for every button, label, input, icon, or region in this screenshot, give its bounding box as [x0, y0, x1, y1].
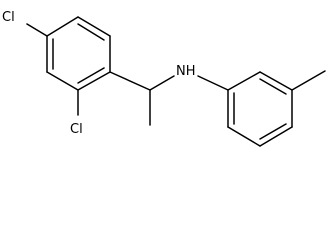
- aryl-methyl-bond: [291, 70, 326, 91]
- ring-bond: [46, 16, 79, 37]
- ring-bond: [46, 71, 79, 91]
- ring-double-bond: [259, 78, 287, 95]
- ring-bond: [77, 16, 111, 37]
- structure-diagram: Cl Cl NH: [2, 10, 326, 147]
- amine-nh-label: NH: [176, 64, 196, 79]
- ring-bond: [227, 71, 261, 91]
- tolyl-ring: [227, 71, 293, 147]
- ch-n-bond: [149, 75, 175, 91]
- ring-bond: [259, 126, 293, 147]
- ring-bond: [259, 71, 293, 91]
- chlorine-bottom-label: Cl: [70, 122, 83, 137]
- ring-double-bond: [77, 67, 105, 84]
- ring-double-bond: [259, 123, 287, 140]
- chlorine-top-label: Cl: [2, 10, 15, 25]
- ring-bond: [227, 126, 261, 147]
- molecule-drawing: Cl Cl NH: [2, 10, 326, 147]
- dichlorophenyl-ring: [46, 16, 111, 91]
- c-cl-bond-top: [26, 23, 48, 37]
- ring-double-bond: [77, 23, 105, 41]
- ring-to-ch-bond: [109, 71, 151, 91]
- n-ring-bond: [197, 75, 229, 91]
- ring-bond: [77, 71, 111, 91]
